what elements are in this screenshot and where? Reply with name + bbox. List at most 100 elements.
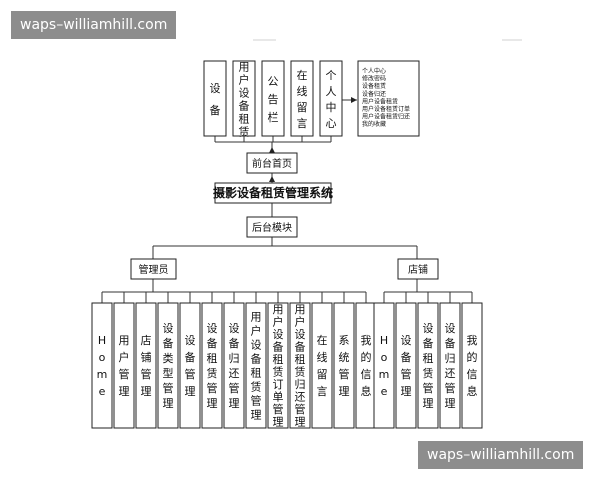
admin-module-1-frame: [91, 302, 113, 429]
top-module-4-label: 在线留言: [297, 69, 308, 130]
backend-module-node-frame: [246, 216, 298, 238]
admin-module-12-frame: [333, 302, 355, 429]
admin-module-6-label: 设备租赁管理: [207, 322, 218, 410]
shop-module-2-frame: [395, 302, 417, 429]
front-page-node-frame: [246, 152, 298, 174]
top-module-1: 设备: [203, 60, 227, 137]
top-module-4: 在线留言: [290, 60, 314, 137]
admin-module-11-frame: [311, 302, 333, 429]
top-modules: 设备 用户设备租赁 公告栏 在线留言 个人中心: [203, 60, 343, 138]
admin-module-10-frame: [289, 302, 311, 429]
shop-module-5: 我的信息: [461, 302, 483, 429]
admin-module-5-frame: [179, 302, 201, 429]
shop-role-node: 店铺: [397, 258, 439, 280]
watermark-bottom: waps–williamhill.com: [418, 441, 584, 469]
admin-module-4-label: 设备类型管理: [163, 322, 174, 410]
front-page-node-label: 前台首页: [252, 157, 292, 170]
shop-module-3: 设备租赁管理: [417, 302, 439, 429]
admin-module-9-label: 用户设备租赁订单管理: [273, 303, 284, 429]
admin-module-2-frame: [113, 302, 135, 429]
top-module-4-frame: [290, 60, 314, 137]
admin-module-5: 设备管理: [179, 302, 201, 429]
personal-center-list: 个人中心修改密码设备租赁设备归还用户设备租赁用户设备租赁订单用户设备租赁归还我的…: [357, 60, 420, 137]
personal-center-item: 我的收藏: [362, 120, 386, 128]
top-module-5: 个人中心: [319, 60, 343, 137]
admin-module-13-label: 我的信息: [361, 334, 372, 398]
shop-module-3-label: 设备租赁管理: [423, 322, 434, 410]
admin-module-2: 用户管理: [113, 302, 135, 429]
admin-module-8-frame: [245, 302, 267, 429]
top-module-1-frame: [203, 60, 227, 137]
shop-role-node-frame: [397, 258, 439, 280]
system-title-node: 摄影设备租赁管理系统: [213, 182, 333, 204]
admin-module-12: 系统管理: [333, 302, 355, 429]
admin-role-node: 管理员: [130, 258, 177, 280]
admin-module-9: 用户设备租赁订单管理: [267, 302, 289, 429]
shop-module-2: 设备管理: [395, 302, 417, 429]
admin-module-6-frame: [201, 302, 223, 429]
top-module-2-frame: [232, 60, 256, 137]
top-module-5-frame: [319, 60, 343, 137]
admin-module-4-frame: [157, 302, 179, 429]
shop-module-3-frame: [417, 302, 439, 429]
top-module-2: 用户设备租赁: [232, 60, 256, 138]
front-page-node: 前台首页: [246, 152, 298, 174]
admin-module-13-frame: [355, 302, 377, 429]
shop-module-5-frame: [461, 302, 483, 429]
admin-module-11-label: 在线留言: [317, 334, 328, 398]
backend-module-node-label: 后台模块: [252, 221, 292, 234]
admin-module-8: 用户设备租赁管理: [245, 302, 267, 429]
admin-module-13: 我的信息: [355, 302, 377, 429]
admin-module-4: 设备类型管理: [157, 302, 179, 429]
admin-module-10-label: 用户设备租赁归还管理: [295, 303, 306, 429]
personal-center-item: 设备归还: [362, 90, 386, 98]
admin-module-11: 在线留言: [311, 302, 333, 429]
admin-module-12-label: 系统管理: [339, 334, 350, 398]
admin-module-7-frame: [223, 302, 245, 429]
shop-module-2-label: 设备管理: [401, 334, 412, 398]
shop-module-4: 设备归还管理: [439, 302, 461, 429]
top-module-5-label: 个人中心: [326, 69, 337, 130]
admin-module-8-label: 用户设备租赁管理: [251, 310, 262, 421]
top-module-3: 公告栏: [261, 60, 285, 137]
admin-module-6: 设备租赁管理: [201, 302, 223, 429]
admin-module-7: 设备归还管理: [223, 302, 245, 429]
admin-module-3: 店铺管理: [135, 302, 157, 429]
top-module-2-label: 用户设备租赁: [239, 60, 250, 138]
watermark-top: waps–williamhill.com: [11, 11, 177, 39]
top-module-3-frame: [261, 60, 285, 137]
admin-module-2-label: 用户管理: [119, 334, 130, 398]
backend-module-node: 后台模块: [246, 216, 298, 238]
personal-center-item: 修改密码: [362, 75, 386, 83]
arrow-up-icon: [269, 176, 275, 182]
personal-center-item: 用户设备租赁: [362, 97, 398, 105]
shop-module-1-frame: [373, 302, 395, 429]
arrow-right-icon: [351, 97, 357, 103]
shop-module-4-label: 设备归还管理: [445, 322, 456, 410]
admin-module-7-label: 设备归还管理: [229, 322, 240, 410]
admin-module-5-label: 设备管理: [185, 334, 196, 398]
shop-module-5-label: 我的信息: [467, 334, 478, 398]
connector-lines: [101, 97, 473, 303]
shop-module-4-frame: [439, 302, 461, 429]
top-module-3-label: 公告栏: [268, 75, 279, 124]
system-title-node-label: 摄影设备租赁管理系统: [213, 185, 333, 200]
system-title-node-frame: [214, 182, 332, 204]
personal-center-item: 设备租赁: [362, 82, 386, 90]
shop-role-node-label: 店铺: [408, 263, 428, 276]
admin-module-3-label: 店铺管理: [141, 333, 152, 398]
personal-center-item: 用户设备租赁归还: [362, 113, 410, 121]
admin-module-9-frame: [267, 302, 289, 429]
admin-module-3-frame: [135, 302, 157, 429]
admin-role-node-frame: [130, 258, 177, 280]
personal-center-item: 用户设备租赁订单: [362, 105, 410, 113]
arrow-up-icon: [269, 147, 275, 153]
